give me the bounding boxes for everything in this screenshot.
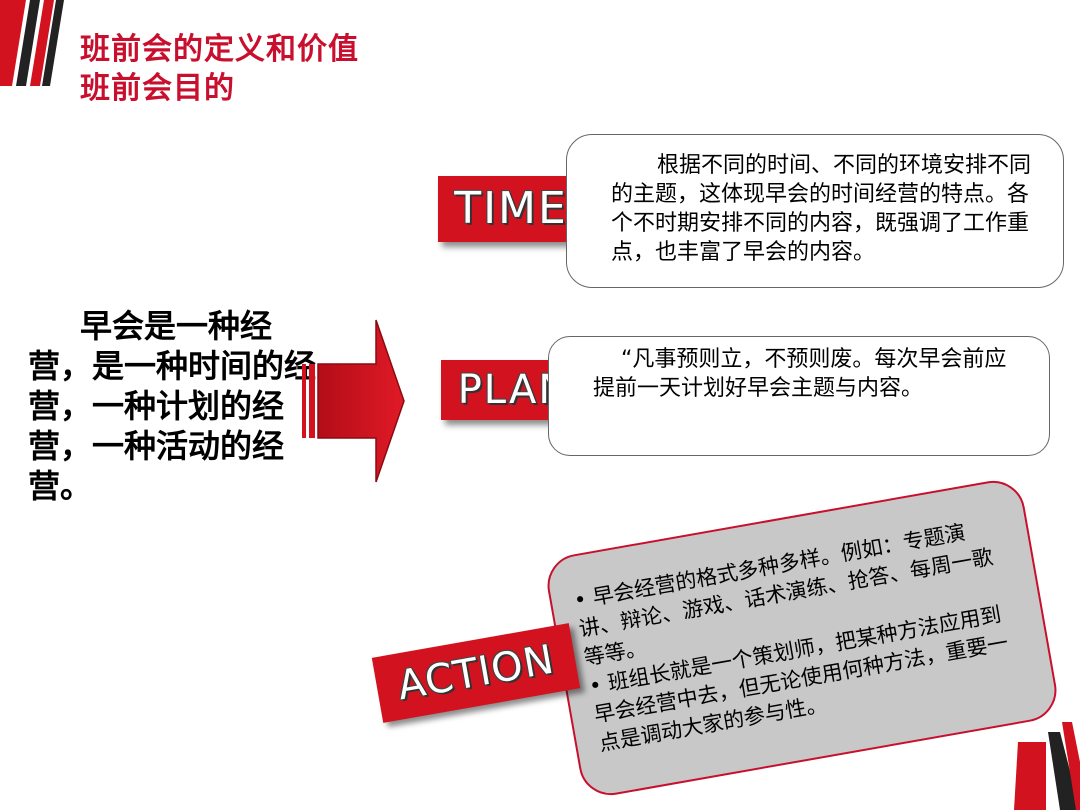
action-label: ACTION <box>371 623 581 723</box>
slide-title: 班前会的定义和价值 <box>80 32 359 67</box>
time-description: 根据不同的时间、不同的环境安排不同的主题，这体现早会的时间经营的特点。各个不时期… <box>611 153 1032 265</box>
time-description-box: 根据不同的时间、不同的环境安排不同的主题，这体现早会的时间经营的特点。各个不时期… <box>566 134 1064 288</box>
top-left-stripes <box>0 0 64 86</box>
plan-description: “凡事预则立，不预则废。每次早会前应提前一天计划好早会主题与内容。 <box>593 347 1007 401</box>
right-arrow-icon <box>302 319 405 483</box>
plan-description-box: “凡事预则立，不预则废。每次早会前应提前一天计划好早会主题与内容。 <box>548 336 1050 456</box>
time-label: TIME <box>438 176 584 242</box>
action-description-box: • 早会经营的格式多种多样。例如：专题演讲、辩论、游戏、话术演练、抢答、每周一歌… <box>542 475 1062 801</box>
bottom-right-stripes <box>1014 722 1080 810</box>
main-statement: 早会是一种经营，是一种时间的经营，一种计划的经营，一种活动的经营。 <box>28 307 317 505</box>
slide-subtitle: 班前会目的 <box>80 71 235 106</box>
